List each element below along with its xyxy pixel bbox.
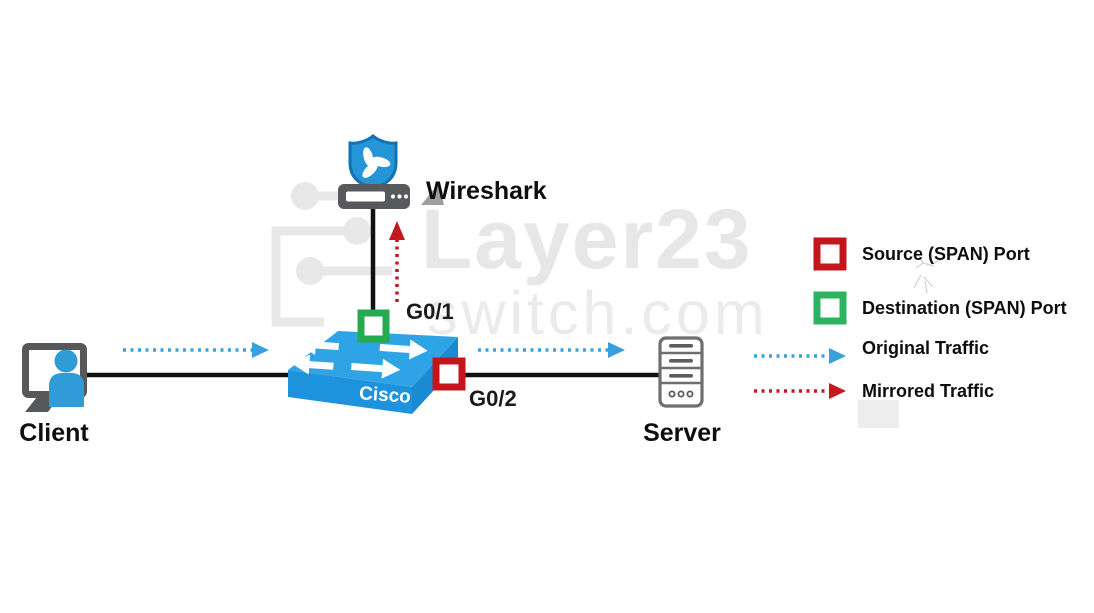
watermark-circuit-logo [271,182,392,327]
legend-source-port-swatch [813,237,847,271]
switch-brand-label: Cisco [358,383,411,408]
legend-label-source-span-port: Source (SPAN) Port [862,244,1030,264]
smudge-artifact [913,251,946,294]
legend-label-original-traffic: Original Traffic [862,338,990,358]
client-user-icon [49,349,84,407]
destination-span-port-g01 [357,309,390,343]
wireshark-label: Wireshark [426,177,547,205]
original-traffic-arrow-switch-server [478,342,625,358]
source-span-port-g02 [432,357,466,391]
legend-label-mirrored-traffic: Mirrored Traffic [862,381,995,401]
legend-original-traffic-swatch [754,348,846,364]
watermark-patch-artifact [858,400,899,428]
server-label: Server [643,419,721,447]
server-icon [658,336,704,408]
client-label: Client [19,419,89,447]
switch-icon: Cisco [288,331,458,414]
port-g02-label: G0/2 [469,386,517,411]
legend-label-destination-span-port: Destination (SPAN) Port [862,298,1067,318]
legend-mirrored-traffic-swatch [754,383,846,399]
wireshark-appliance-icon [338,184,410,209]
legend-destination-port-swatch [813,291,847,325]
watermark-line2: switch.com [427,279,769,347]
mirrored-traffic-arrow [389,221,405,302]
original-traffic-arrow-client-switch [123,342,269,358]
gray-triangle-artifact [421,183,444,205]
watermark-line1: Layer23 [421,192,753,286]
wireshark-shield-icon [348,134,398,190]
switch-arrows [291,335,428,379]
port-g01-label: G0/1 [406,299,454,324]
